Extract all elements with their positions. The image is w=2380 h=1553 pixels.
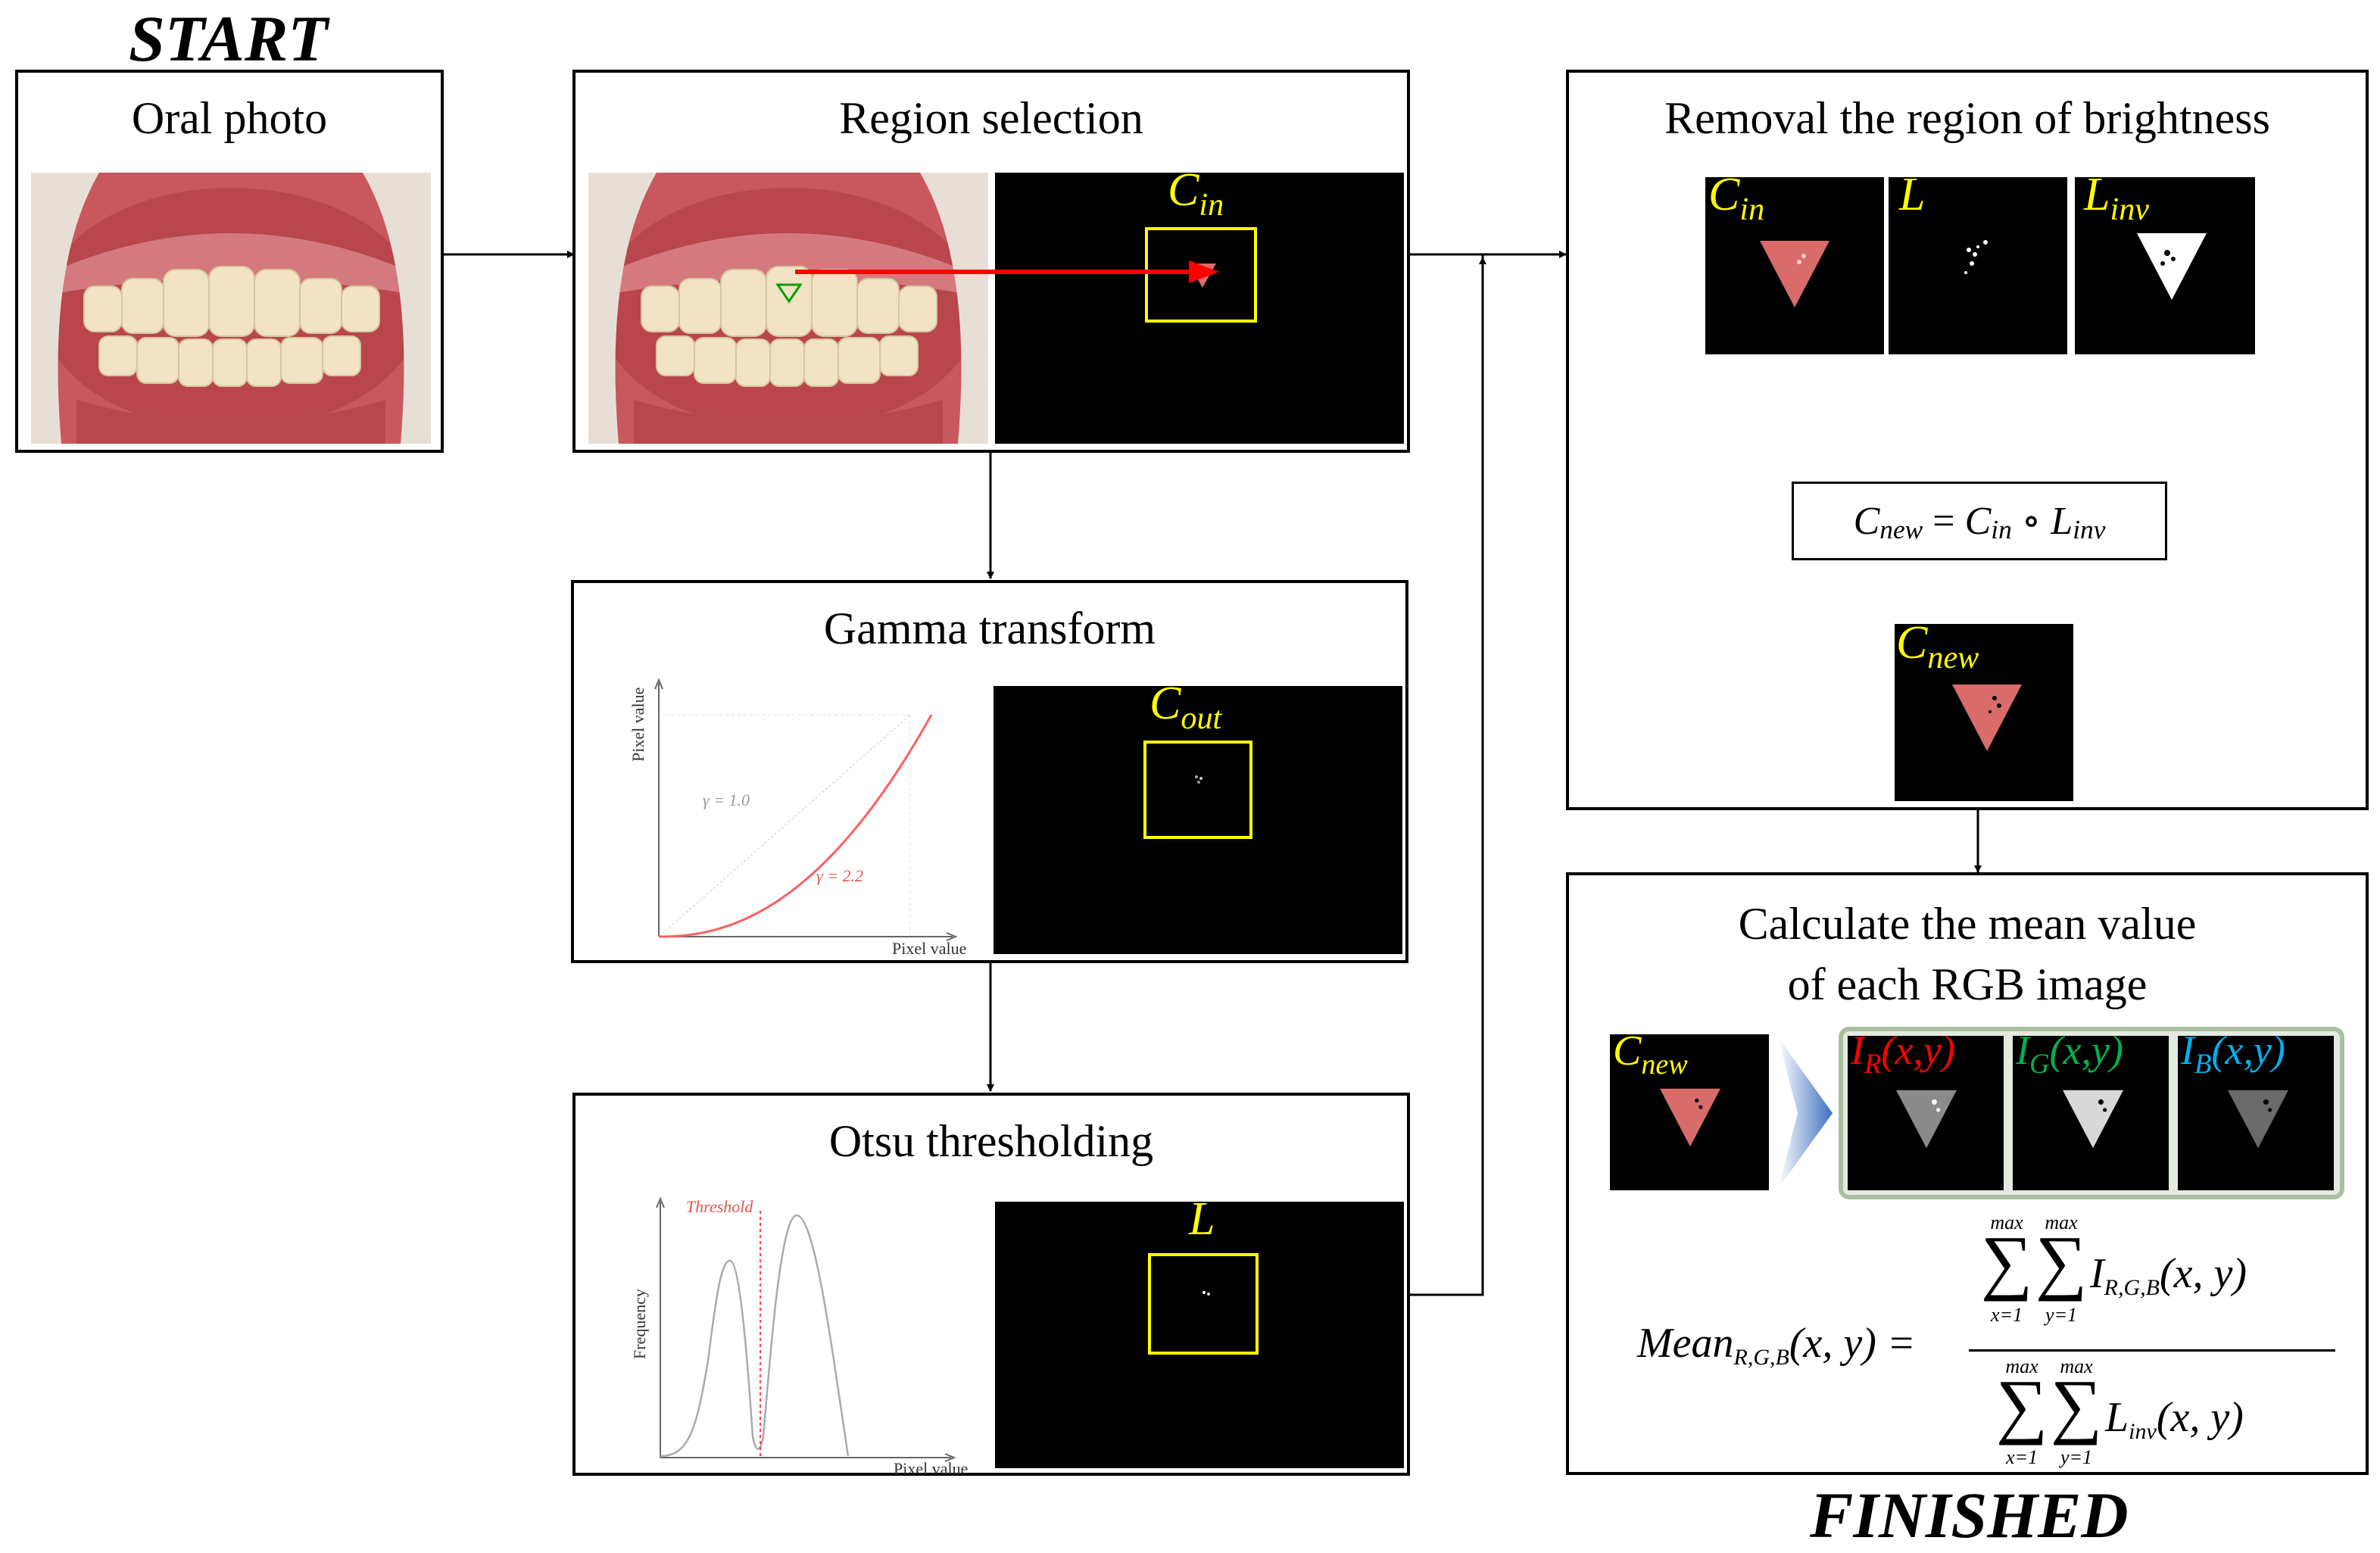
gamma-yellow-box — [1143, 741, 1252, 839]
removal-l-panel — [1889, 177, 2067, 354]
num-y1: y=1 — [2045, 1304, 2078, 1326]
otsu-histogram-chart: Threshold Pixel value Frequency — [630, 1196, 968, 1478]
den-max-y: max — [2060, 1355, 2093, 1377]
mean-formula-lhs: MeanR,G,B(x, y) = — [1637, 1320, 1916, 1370]
num-max-y: max — [2045, 1212, 2078, 1233]
region-selection-title: Region selection — [839, 93, 1143, 143]
selection-triangle — [775, 283, 803, 304]
mean-ig-triangle — [2063, 1090, 2123, 1149]
region-mask-panel — [995, 173, 1404, 444]
mean-value-box: Calculate the mean value of each RGB ima… — [1566, 872, 2369, 1475]
den-sigma-x: ∑ — [1995, 1364, 2048, 1445]
otsu-yellow-box — [1148, 1253, 1259, 1355]
mean-title-line1: Calculate the mean value — [1738, 899, 2197, 949]
otsu-xlabel: Pixel value — [894, 1459, 968, 1478]
region-red-arrow — [795, 260, 1219, 283]
otsu-histogram-curve — [660, 1214, 850, 1458]
den-y1: y=1 — [2060, 1446, 2093, 1468]
removal-cnew-label: Cnew — [1896, 617, 1979, 676]
mean-title-line2: of each RGB image — [1787, 959, 2148, 1009]
gamma-xlabel: Pixel value — [892, 939, 966, 958]
region-yellow-box — [1145, 227, 1257, 323]
mean-chevron-arrow-icon — [1778, 1037, 1833, 1189]
otsu-ylabel: Frequency — [630, 1289, 649, 1359]
mean-fraction-bar — [1969, 1349, 2335, 1352]
otsu-mask-panel — [995, 1202, 1404, 1468]
removal-l-label: L — [1899, 169, 1926, 220]
otsu-threshold-text: Threshold — [686, 1197, 753, 1216]
gamma-speck-icon — [1195, 775, 1202, 784]
oral-photo-image — [31, 173, 431, 444]
finished-label: FINISHED — [1810, 1479, 2129, 1551]
num-sigma-y: ∑ — [2035, 1221, 2088, 1302]
otsu-speck-icon — [1202, 1291, 1210, 1296]
mean-ir-label: IR(x,y) — [1851, 1028, 1955, 1079]
gamma-curve-text: γ = 2.2 — [816, 866, 863, 885]
gamma-transform-title: Gamma transform — [823, 603, 1156, 653]
otsu-title: Otsu thresholding — [828, 1116, 1154, 1166]
mean-ir-triangle — [1896, 1090, 1957, 1149]
removal-box: Removal the region of brightness Cin L L… — [1566, 70, 2369, 810]
gamma-curve-line — [659, 714, 933, 938]
oral-photo-box: Oral photo — [15, 70, 444, 453]
otsu-l-label: L — [1189, 1193, 1215, 1245]
num-x1: x=1 — [1990, 1304, 2023, 1326]
den-x1: x=1 — [2005, 1446, 2038, 1468]
region-photo-image — [588, 173, 988, 444]
mean-ib-label: IB(x,y) — [2181, 1028, 2285, 1079]
gamma-chart: γ = 1.0 γ = 2.2 Pixel value Pixel value — [629, 678, 966, 958]
removal-cin-label: Cin — [1708, 169, 1765, 228]
gamma-cout-label: Cout — [1149, 678, 1222, 737]
removal-cnew-triangle — [1952, 685, 2022, 751]
gamma-ylabel: Pixel value — [629, 688, 647, 762]
mean-cnew-label: Cnew — [1613, 1028, 1688, 1081]
gamma-linear-line — [658, 714, 911, 937]
removal-linv-triangle — [2137, 233, 2207, 300]
removal-cin-triangle — [1760, 241, 1829, 307]
den-max-x: max — [2005, 1355, 2038, 1377]
start-label: START — [129, 2, 328, 75]
num-max-x: max — [1990, 1212, 2023, 1233]
removal-linv-label: Linv — [2084, 169, 2149, 228]
region-cin-label: Cin — [1168, 164, 1224, 223]
mean-numerator: max ∑ x=1 max ∑ y=1 IR,G,B(x, y) — [1969, 1212, 2335, 1348]
den-term: Linv(x, y) — [2105, 1394, 2244, 1444]
mean-denominator: max ∑ x=1 max ∑ y=1 Linv(x, y) — [1969, 1355, 2335, 1477]
removal-title: Removal the region of brightness — [1664, 93, 2270, 143]
removal-l-specks — [1964, 240, 1988, 274]
mean-ib-triangle — [2228, 1090, 2288, 1149]
mean-ig-label: IG(x,y) — [2016, 1028, 2123, 1079]
num-sigma-x: ∑ — [1980, 1221, 2033, 1302]
gamma-mask-panel — [993, 686, 1402, 954]
den-sigma-y: ∑ — [2050, 1364, 2103, 1445]
gamma-transform-box: Gamma transform γ = 1.0 γ = 2.2 Pixel va… — [571, 580, 1408, 963]
region-selection-box: Region selection Cin — [572, 70, 1410, 453]
arrow-otsu-to-removal — [1408, 254, 1484, 1296]
mean-cnew-triangle — [1660, 1088, 1720, 1147]
otsu-box: Otsu thresholding Threshold Pixel value … — [572, 1093, 1410, 1478]
num-term: IR,G,B(x, y) — [2090, 1250, 2247, 1300]
gamma-linear-text: γ = 1.0 — [703, 791, 750, 809]
mean-formula: MeanR,G,B(x, y) = max ∑ x=1 max ∑ y=1 IR… — [1569, 1208, 2372, 1473]
oral-photo-title: Oral photo — [131, 93, 328, 143]
